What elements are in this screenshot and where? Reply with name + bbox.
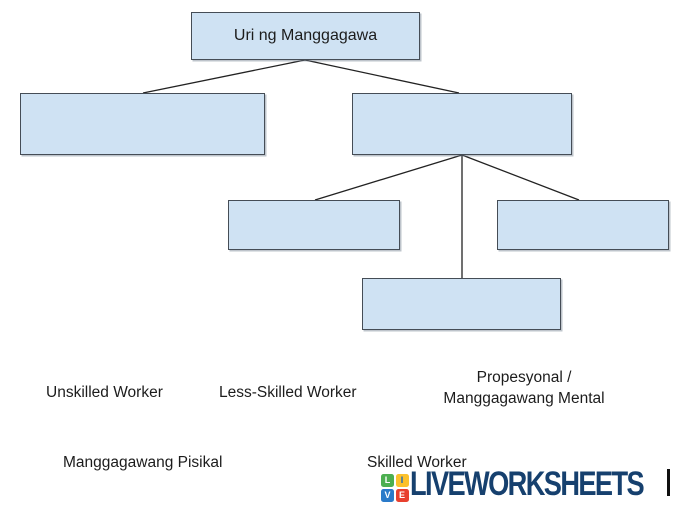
drop-target-box-1[interactable] — [20, 93, 265, 155]
drop-target-box-4[interactable] — [497, 200, 669, 250]
answer-label-less-skilled-worker[interactable]: Less-Skilled Worker — [219, 384, 357, 401]
liveworksheets-logo[interactable]: L I V E LIVEWORKSHEETS — [381, 465, 690, 504]
connector-line — [461, 154, 580, 201]
drop-target-box-2[interactable] — [352, 93, 572, 155]
logo-square-i: I — [395, 474, 409, 487]
drop-target-box-3[interactable] — [228, 200, 400, 250]
connector-line — [304, 59, 460, 94]
answer-label-unskilled-worker[interactable]: Unskilled Worker — [46, 384, 163, 401]
logo-square-l: L — [381, 474, 394, 487]
answer-label-line1: Propesyonal / — [476, 369, 572, 386]
connector-line — [314, 154, 463, 201]
liveworksheets-logo-text: LIVEWORKSHEETS — [409, 465, 645, 503]
answer-label-skilled-worker[interactable]: Skilled Worker — [367, 454, 467, 471]
text-caret — [667, 469, 670, 496]
node-root-title: Uri ng Manggagawa — [191, 12, 420, 60]
connector-line — [142, 59, 306, 94]
answer-label-line2: Manggagawang Mental — [443, 390, 605, 407]
root-title-label: Uri ng Manggagawa — [233, 27, 378, 44]
drop-target-box-5[interactable] — [362, 278, 561, 330]
answer-label-propesyonal-manggagawang-mental[interactable]: Propesyonal / Manggagawang Mental — [399, 367, 649, 409]
logo-square-e: E — [395, 488, 409, 502]
answer-label-manggagawang-pisikal[interactable]: Manggagawang Pisikal — [63, 454, 223, 471]
logo-square-v: V — [381, 488, 394, 502]
liveworksheets-logo-icon: L I V E — [381, 474, 409, 502]
